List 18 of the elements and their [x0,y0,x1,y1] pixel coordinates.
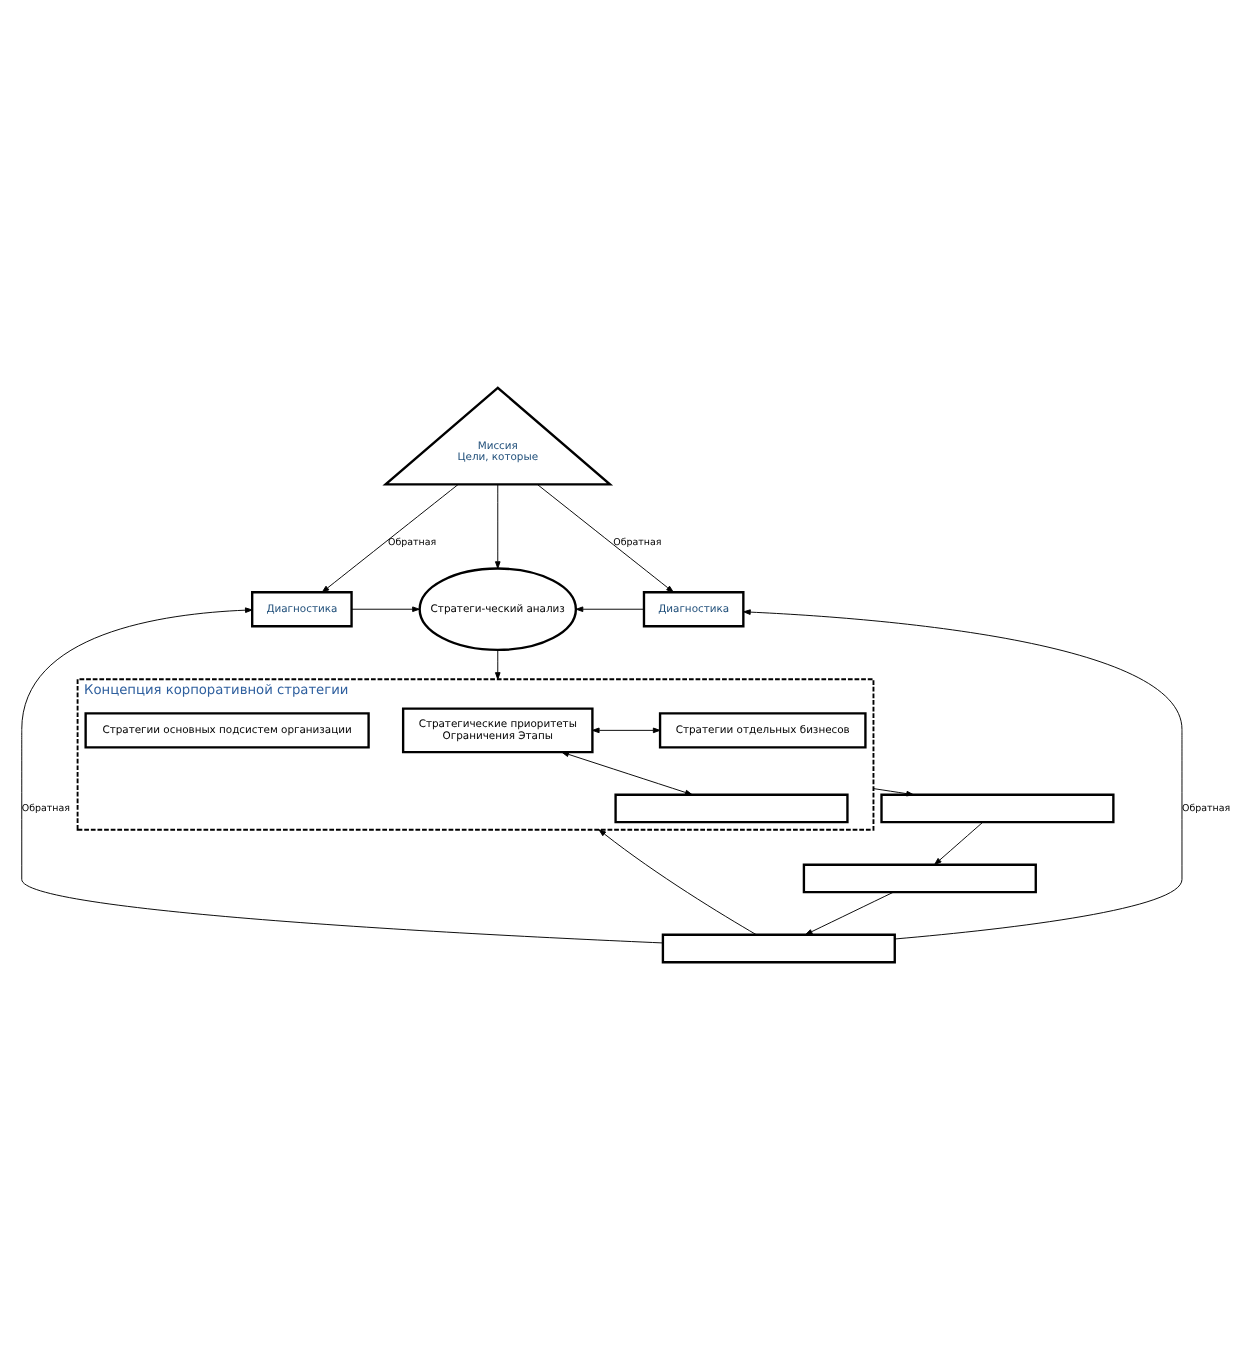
arrow [575,605,645,612]
arrow [743,608,1183,939]
node-box [614,792,849,823]
arrow [598,828,757,935]
node-box [880,792,1115,823]
arrow [561,750,693,795]
arrow [934,820,984,864]
node-box [661,932,896,963]
arrow [805,890,894,935]
arrow [321,483,459,592]
arrow [873,787,914,796]
arrow [592,726,661,733]
arrow [536,483,674,592]
arrow [494,483,501,568]
arrow [494,648,501,679]
arrow [21,606,664,943]
arrow [351,605,420,612]
node-box [802,862,1037,893]
